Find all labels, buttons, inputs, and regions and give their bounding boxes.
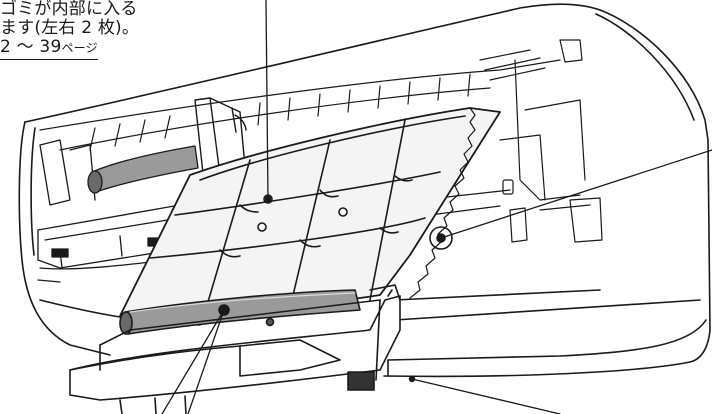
leader-line-roller: [187, 309, 225, 414]
filter-serrated-edge: [409, 107, 476, 299]
caption-line-2: ます(左右 2 枚)。: [0, 18, 140, 38]
inner-frame: [39, 39, 603, 243]
unit-housing: [18, 3, 711, 378]
caption-line-3: 2 ～ 39ページ: [0, 38, 176, 60]
leader-line-roller-2: [161, 309, 225, 414]
air-filter: [119, 107, 501, 317]
leader-line-bottom: [411, 378, 561, 414]
caption-text: ゴミが内部に入る ます(左右 2 枚)。 2 ～ 39ページ: [0, 0, 176, 60]
page-reference-number: 2 ～ 39: [0, 37, 62, 57]
leader-line-filter: [265, 0, 269, 200]
front-lower-tray: [69, 284, 401, 414]
leader-line-screw: [440, 149, 712, 239]
leader-lines: [161, 0, 712, 414]
page-reference: 2 ～ 39ページ: [0, 38, 98, 60]
caption-line-1: ゴミが内部に入る: [0, 0, 138, 19]
page-reference-suffix: ページ: [61, 41, 98, 55]
